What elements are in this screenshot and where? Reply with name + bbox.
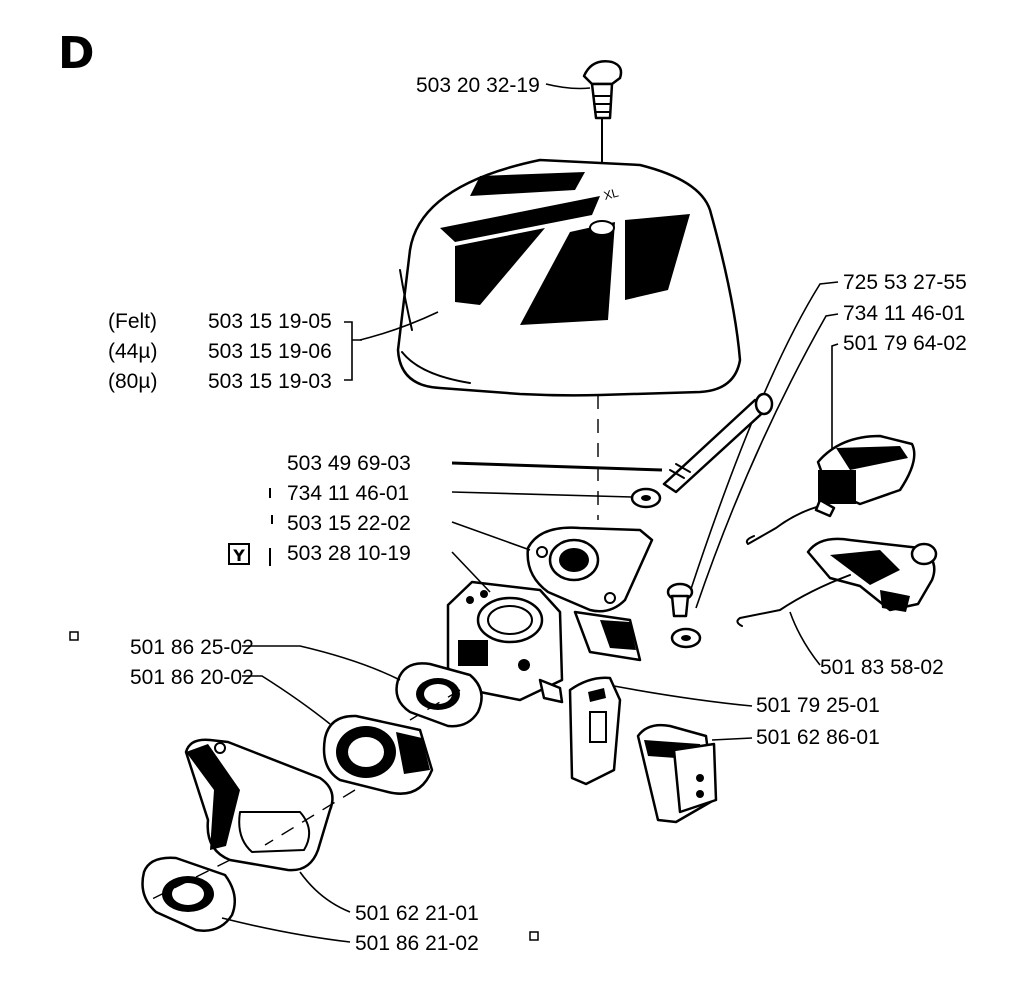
washer-left-drawing (630, 487, 662, 509)
marker-y-box (228, 543, 250, 565)
marker-y-letter: Y (232, 546, 245, 565)
label-spring-pin: 725 53 27-55 (843, 271, 967, 294)
svg-text:XL: XL (602, 185, 620, 202)
label-choke-linkage: 501 83 58-02 (820, 656, 944, 679)
small-screw-drawing (666, 582, 702, 649)
label-filter-felt: 503 15 19-05 (208, 310, 332, 333)
label-gasket-upper: 501 86 25-02 (130, 636, 254, 659)
air-filter-cover-drawing: XL (396, 158, 742, 397)
small-square-marker (69, 631, 79, 641)
carburetor-drawing (446, 580, 564, 704)
label-throttle-lever: 501 79 64-02 (843, 332, 967, 355)
label-intake-adapter: 501 86 20-02 (130, 666, 254, 689)
intake-adapter-drawing (322, 714, 434, 795)
label-washer-left: 734 11 46-01 (287, 482, 409, 505)
gasket-lower-drawing (141, 856, 237, 932)
section-letter: D (58, 28, 95, 79)
label-filter-44: 503 15 19-06 (208, 340, 332, 363)
label-stud-long: 503 49 69-03 (287, 452, 411, 475)
label-filter-80: 503 15 19-03 (208, 370, 332, 393)
label-variant-44: (44µ) (108, 340, 157, 363)
label-screw-top: 503 20 32-19 (416, 74, 540, 97)
label-heat-shield: 501 62 21-01 (355, 902, 479, 925)
plate-drawing (568, 676, 622, 786)
label-plate: 501 79 25-01 (756, 694, 880, 717)
heat-shield-drawing (184, 738, 334, 872)
choke-linkage-drawing (736, 537, 938, 627)
stud-long-drawing (662, 392, 774, 494)
small-square-marker (529, 931, 539, 941)
screw-top-drawing (582, 60, 623, 120)
label-carb-flange: 503 15 22-02 (287, 512, 411, 535)
label-variant-felt: (Felt) (108, 310, 157, 333)
label-washer-right: 734 11 46-01 (843, 302, 965, 325)
label-gasket-lower: 501 86 21-02 (355, 932, 479, 955)
gasket-upper-drawing (395, 662, 483, 728)
label-carburetor: 503 28 10-19 (287, 542, 411, 565)
throttle-lever-drawing (745, 434, 916, 545)
label-variant-80: (80µ) (108, 370, 157, 393)
label-switch-block: 501 62 86-01 (756, 726, 880, 749)
switch-block-drawing (636, 723, 718, 824)
carb-flange-drawing (526, 526, 654, 662)
